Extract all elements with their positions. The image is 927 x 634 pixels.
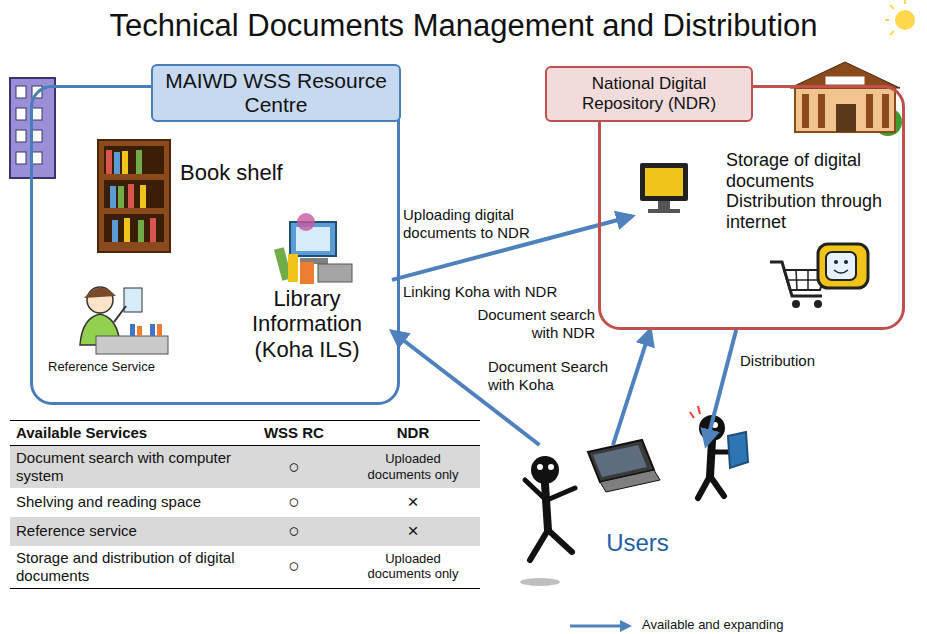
reference-service-label: Reference Service — [48, 360, 188, 375]
table-row: Storage and distribution of digital docu… — [10, 546, 480, 589]
edge-label: Uploading digital documents to NDR — [403, 206, 543, 242]
connector-arrow — [613, 330, 650, 445]
table-header: Available Services — [16, 424, 147, 441]
table-row: Reference service ○ × — [10, 517, 480, 546]
table-row: Document search with computer system ○ Upl… — [10, 446, 480, 489]
table-cell: Uploaded documents only — [346, 446, 480, 489]
computer-books-icon — [274, 213, 352, 284]
table-cell: × — [346, 488, 480, 517]
table-cell: ○ — [242, 517, 346, 546]
resource-centre-region: MAIWD WSS Resource CentreBook shelfLibra… — [30, 85, 400, 405]
node-text: Reference Service — [48, 360, 188, 375]
region-title-tab: National Digital Repository (NDR) — [545, 66, 753, 122]
table-cell: × — [346, 517, 480, 546]
table-cell: Shelving and reading space — [10, 488, 242, 517]
table-cell-text: Storage and distribution of digital docu… — [16, 549, 234, 584]
table-header: WSS RC — [264, 424, 324, 441]
table-cell: Uploaded documents only — [346, 546, 480, 589]
services-table: Available Services WSS RC NDR Document sear… — [10, 420, 480, 589]
koha-node: Library Information (Koha ILS) — [222, 210, 392, 362]
edge-label: Distribution — [740, 352, 840, 370]
users-illustration — [520, 406, 748, 586]
table-cell: Available Services — [10, 421, 242, 446]
node-text: Users — [515, 529, 760, 557]
ndr-region: National Digital Repository (NDR)Storage… — [598, 85, 905, 330]
region-title-tab: MAIWD WSS Resource Centre — [151, 64, 401, 122]
table-cell: Storage and distribution of digital docu… — [10, 546, 242, 589]
edge-label: Document search with NDR — [470, 306, 595, 342]
edge-label: Document Search with Koha — [488, 358, 613, 394]
librarian-icon — [80, 287, 168, 354]
connector-arrow — [706, 330, 736, 445]
monitor-icon — [640, 163, 688, 213]
legend-arrow-sample — [570, 620, 632, 632]
legend-text: Available and expanding — [642, 617, 783, 632]
table-cell: Document search with computer system — [10, 446, 242, 489]
table-cell-text: ○ — [288, 555, 299, 578]
table-cell: ○ — [242, 546, 346, 589]
table-cell: WSS RC — [242, 421, 346, 446]
table-cell: ○ — [242, 488, 346, 517]
node-text: Storage of digital documents Distributio… — [726, 150, 904, 233]
table-cell-text: × — [407, 491, 418, 514]
bookshelf-label: Book shelf — [180, 160, 320, 185]
table-cell-text: Shelving and reading space — [16, 493, 201, 510]
storage-node: Storage of digital documents Distributio… — [632, 150, 904, 233]
table-cell: ○ — [242, 446, 346, 489]
node-text: Library Information (Koha ILS) — [222, 286, 392, 362]
table-cell-text: ○ — [288, 456, 299, 479]
users-node: Users — [515, 445, 760, 585]
table-cell-text: Reference service — [16, 522, 137, 539]
node-text: Book shelf — [180, 160, 320, 185]
edge-note: Linking Koha with NDR — [403, 283, 557, 301]
services-table-grid: Available Services WSS RC NDR Document sear… — [10, 420, 480, 589]
cart-monitor-icon — [770, 244, 868, 308]
bookshelf-icon — [98, 140, 170, 252]
table-cell: NDR — [346, 421, 480, 446]
table-cell: Reference service — [10, 517, 242, 546]
table-header: NDR — [397, 424, 430, 441]
table-row: Shelving and reading space ○ × — [10, 488, 480, 517]
table-cell-text: Uploaded documents only — [352, 451, 474, 482]
diagram-title: Technical Documents Management and Distr… — [0, 8, 927, 44]
table-cell-text: × — [407, 520, 418, 543]
table-cell-text: ○ — [288, 520, 299, 543]
table-cell-text: Document search with computer system — [16, 449, 231, 484]
table-cell-text: ○ — [288, 491, 299, 514]
table-cell-text: Uploaded documents only — [352, 551, 474, 582]
table-row: Available Services WSS RC NDR — [10, 421, 480, 446]
